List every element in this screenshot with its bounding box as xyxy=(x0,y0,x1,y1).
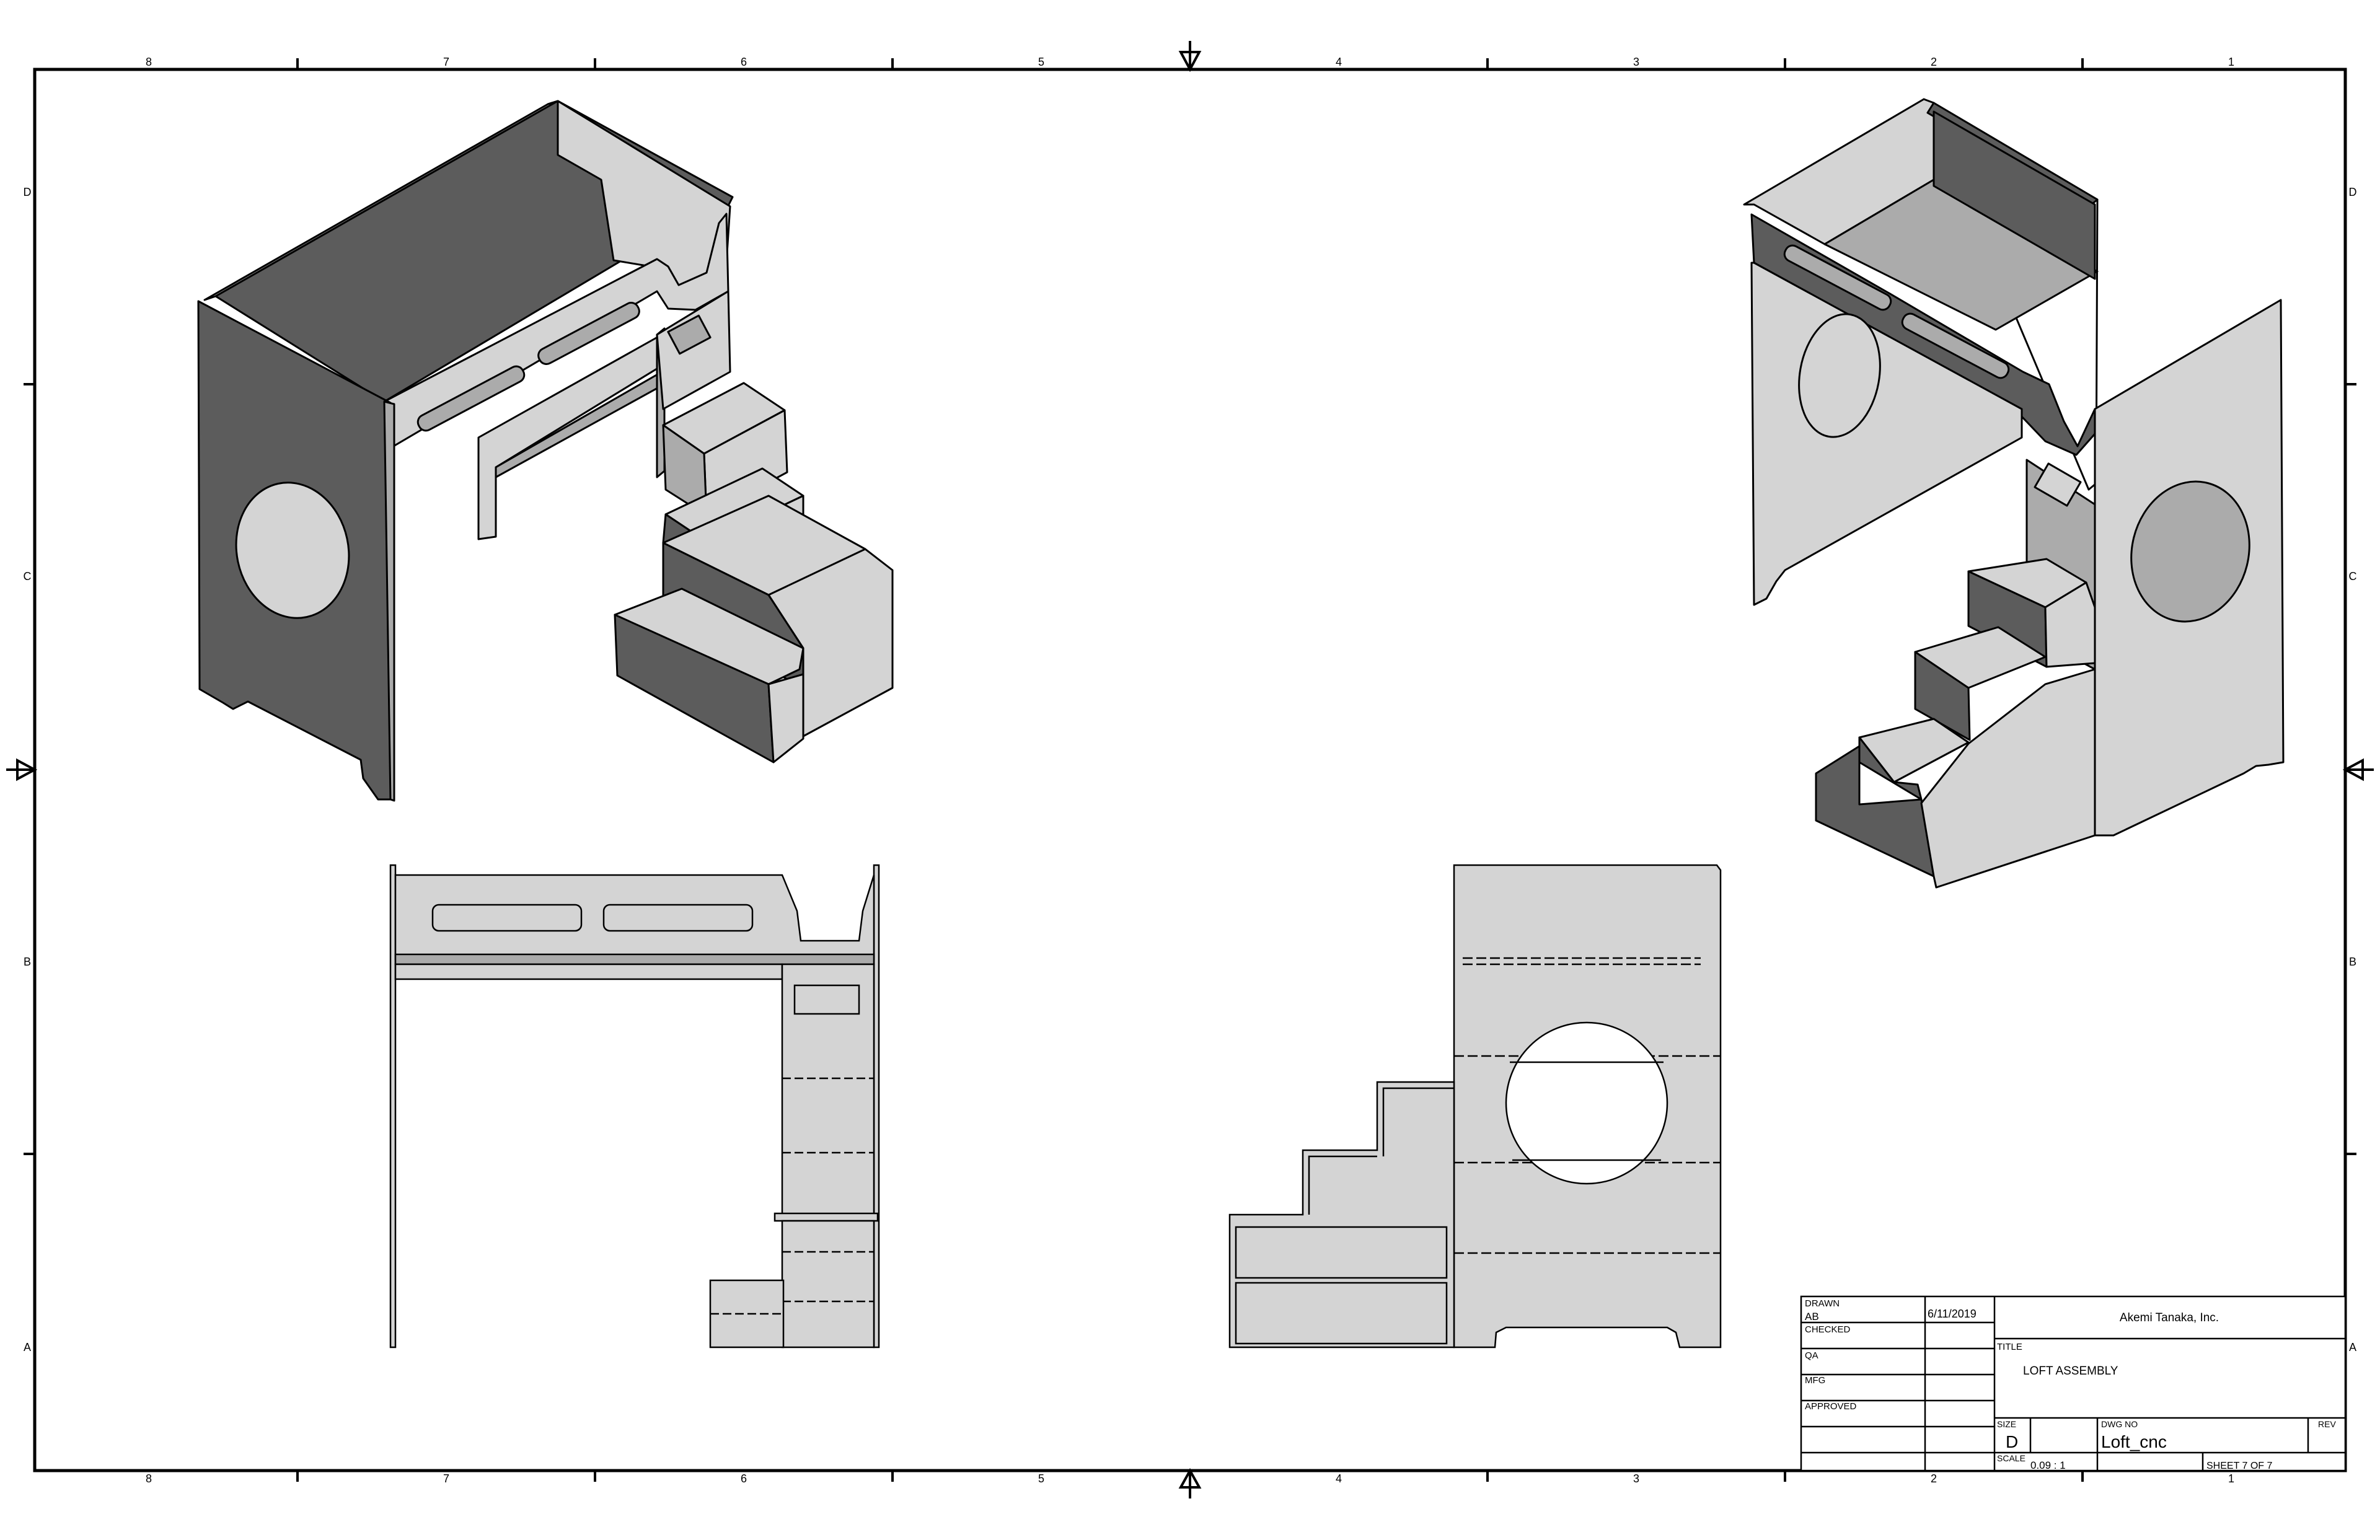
drawn-by: AB xyxy=(1805,1311,1819,1322)
left-end-panel-edge xyxy=(383,400,395,802)
drawn-date: 6/11/2019 xyxy=(1928,1308,1977,1320)
step-front-1 xyxy=(2044,581,2096,668)
stair-step xyxy=(774,1212,879,1222)
zone-label-top: 8 xyxy=(146,56,152,68)
row-label-right: B xyxy=(2349,956,2356,968)
rail-slot xyxy=(1783,244,1892,311)
isometric-front-view xyxy=(197,100,894,802)
stair-drawer xyxy=(1235,1282,1448,1345)
zone-label-bottom: 8 xyxy=(146,1472,152,1485)
left-end-post xyxy=(389,864,397,1349)
zone-label-top: 4 xyxy=(1336,56,1342,68)
rail-slot xyxy=(416,365,526,432)
mattress-deck xyxy=(1823,178,2099,331)
stair-drawer xyxy=(1235,1226,1448,1279)
rear-long-inner xyxy=(1933,110,2096,280)
row-label-left: C xyxy=(24,570,32,583)
row-label-right: C xyxy=(2349,570,2357,583)
zone-label-bottom: 3 xyxy=(1633,1472,1639,1485)
left-center-arrow-icon xyxy=(6,758,38,781)
rail-slot xyxy=(602,904,754,932)
bottom-step xyxy=(709,1279,785,1349)
zone-label-bottom: 6 xyxy=(741,1472,747,1485)
title-block xyxy=(1800,1295,2347,1472)
mattress-support xyxy=(394,963,783,980)
step-bottom-front xyxy=(1920,668,2096,889)
isometric-rear-view xyxy=(1743,98,2285,889)
top-center-arrow-icon xyxy=(1178,41,1202,73)
dwg-no-label: DWG NO xyxy=(2101,1419,2138,1429)
row-label-left: B xyxy=(24,956,31,968)
zone-label-top: 1 xyxy=(2228,56,2234,68)
bottom-center-arrow-icon xyxy=(1178,1467,1202,1498)
zone-label-bottom: 1 xyxy=(2228,1472,2234,1485)
porthole-opening xyxy=(235,482,350,619)
row-label-right: D xyxy=(2349,186,2357,198)
stair-step-outline xyxy=(1308,1155,1377,1215)
zone-label-top: 3 xyxy=(1633,56,1639,68)
center-marks xyxy=(6,41,2374,1498)
porthole-opening xyxy=(1798,313,1881,438)
rail-slot xyxy=(537,301,640,366)
drawing-number: Loft_cnc xyxy=(2101,1432,2167,1451)
zone-label-top: 5 xyxy=(1038,56,1044,68)
drawn-label: DRAWN xyxy=(1805,1298,1840,1309)
side-elevation-view xyxy=(1228,864,1722,1349)
title-label: TITLE xyxy=(1997,1342,2022,1352)
qa-label: QA xyxy=(1805,1350,1818,1361)
zone-label-top: 6 xyxy=(741,56,747,68)
row-label-left: D xyxy=(24,186,32,198)
approved-label: APPROVED xyxy=(1805,1401,1857,1412)
title-block-frame xyxy=(1800,1295,2347,1472)
zone-label-top: 7 xyxy=(443,56,449,68)
rail-slot xyxy=(1901,312,2010,379)
checked-label: CHECKED xyxy=(1805,1324,1851,1335)
porthole-opening xyxy=(2130,480,2250,623)
row-label-left: A xyxy=(24,1341,31,1353)
front-elevation-view xyxy=(389,864,880,1349)
stair-tower-face xyxy=(656,290,731,410)
zone-label-top: 2 xyxy=(1931,56,1937,68)
step-bottom-side xyxy=(1815,745,1935,878)
drawing-title: LOFT ASSEMBLY xyxy=(2023,1365,2118,1378)
stair-step-outline xyxy=(1382,1087,1454,1156)
right-center-arrow-icon xyxy=(2342,758,2374,781)
step-bottom-side xyxy=(767,673,804,763)
scale-label: SCALE xyxy=(1997,1453,2025,1463)
rev-label: REV xyxy=(2318,1419,2336,1429)
mfg-label: MFG xyxy=(1805,1375,1825,1386)
stair-profile xyxy=(1228,1081,1455,1349)
row-label-right: A xyxy=(2349,1341,2356,1353)
stair-drawer xyxy=(781,1220,875,1349)
sheet-number: SHEET 7 OF 7 xyxy=(2206,1461,2273,1471)
zone-labels: 8 7 6 5 4 3 2 1 8 7 6 5 4 3 2 1 D C B A … xyxy=(24,56,2357,1485)
zone-ticks xyxy=(24,58,2356,1482)
rail-slot xyxy=(431,904,583,932)
zone-label-bottom: 4 xyxy=(1336,1472,1342,1485)
handhold-slot xyxy=(667,314,712,355)
handhold-slot xyxy=(2034,462,2082,507)
title-block-text: DRAWN AB 6/11/2019 CHECKED QA MFG APPROV… xyxy=(1805,1298,2336,1471)
handhold-slot xyxy=(793,984,860,1015)
size-label: SIZE xyxy=(1997,1419,2016,1429)
zone-label-bottom: 5 xyxy=(1038,1472,1044,1485)
company-name: Akemi Tanaka, Inc. xyxy=(2120,1311,2219,1324)
scale-value: 0.09 : 1 xyxy=(2030,1459,2066,1471)
zone-label-bottom: 2 xyxy=(1931,1472,1937,1485)
mattress-deck xyxy=(394,953,875,966)
step-side-2 xyxy=(1914,651,1971,741)
sheet-size: D xyxy=(2006,1432,2018,1451)
zone-label-bottom: 7 xyxy=(443,1472,449,1485)
